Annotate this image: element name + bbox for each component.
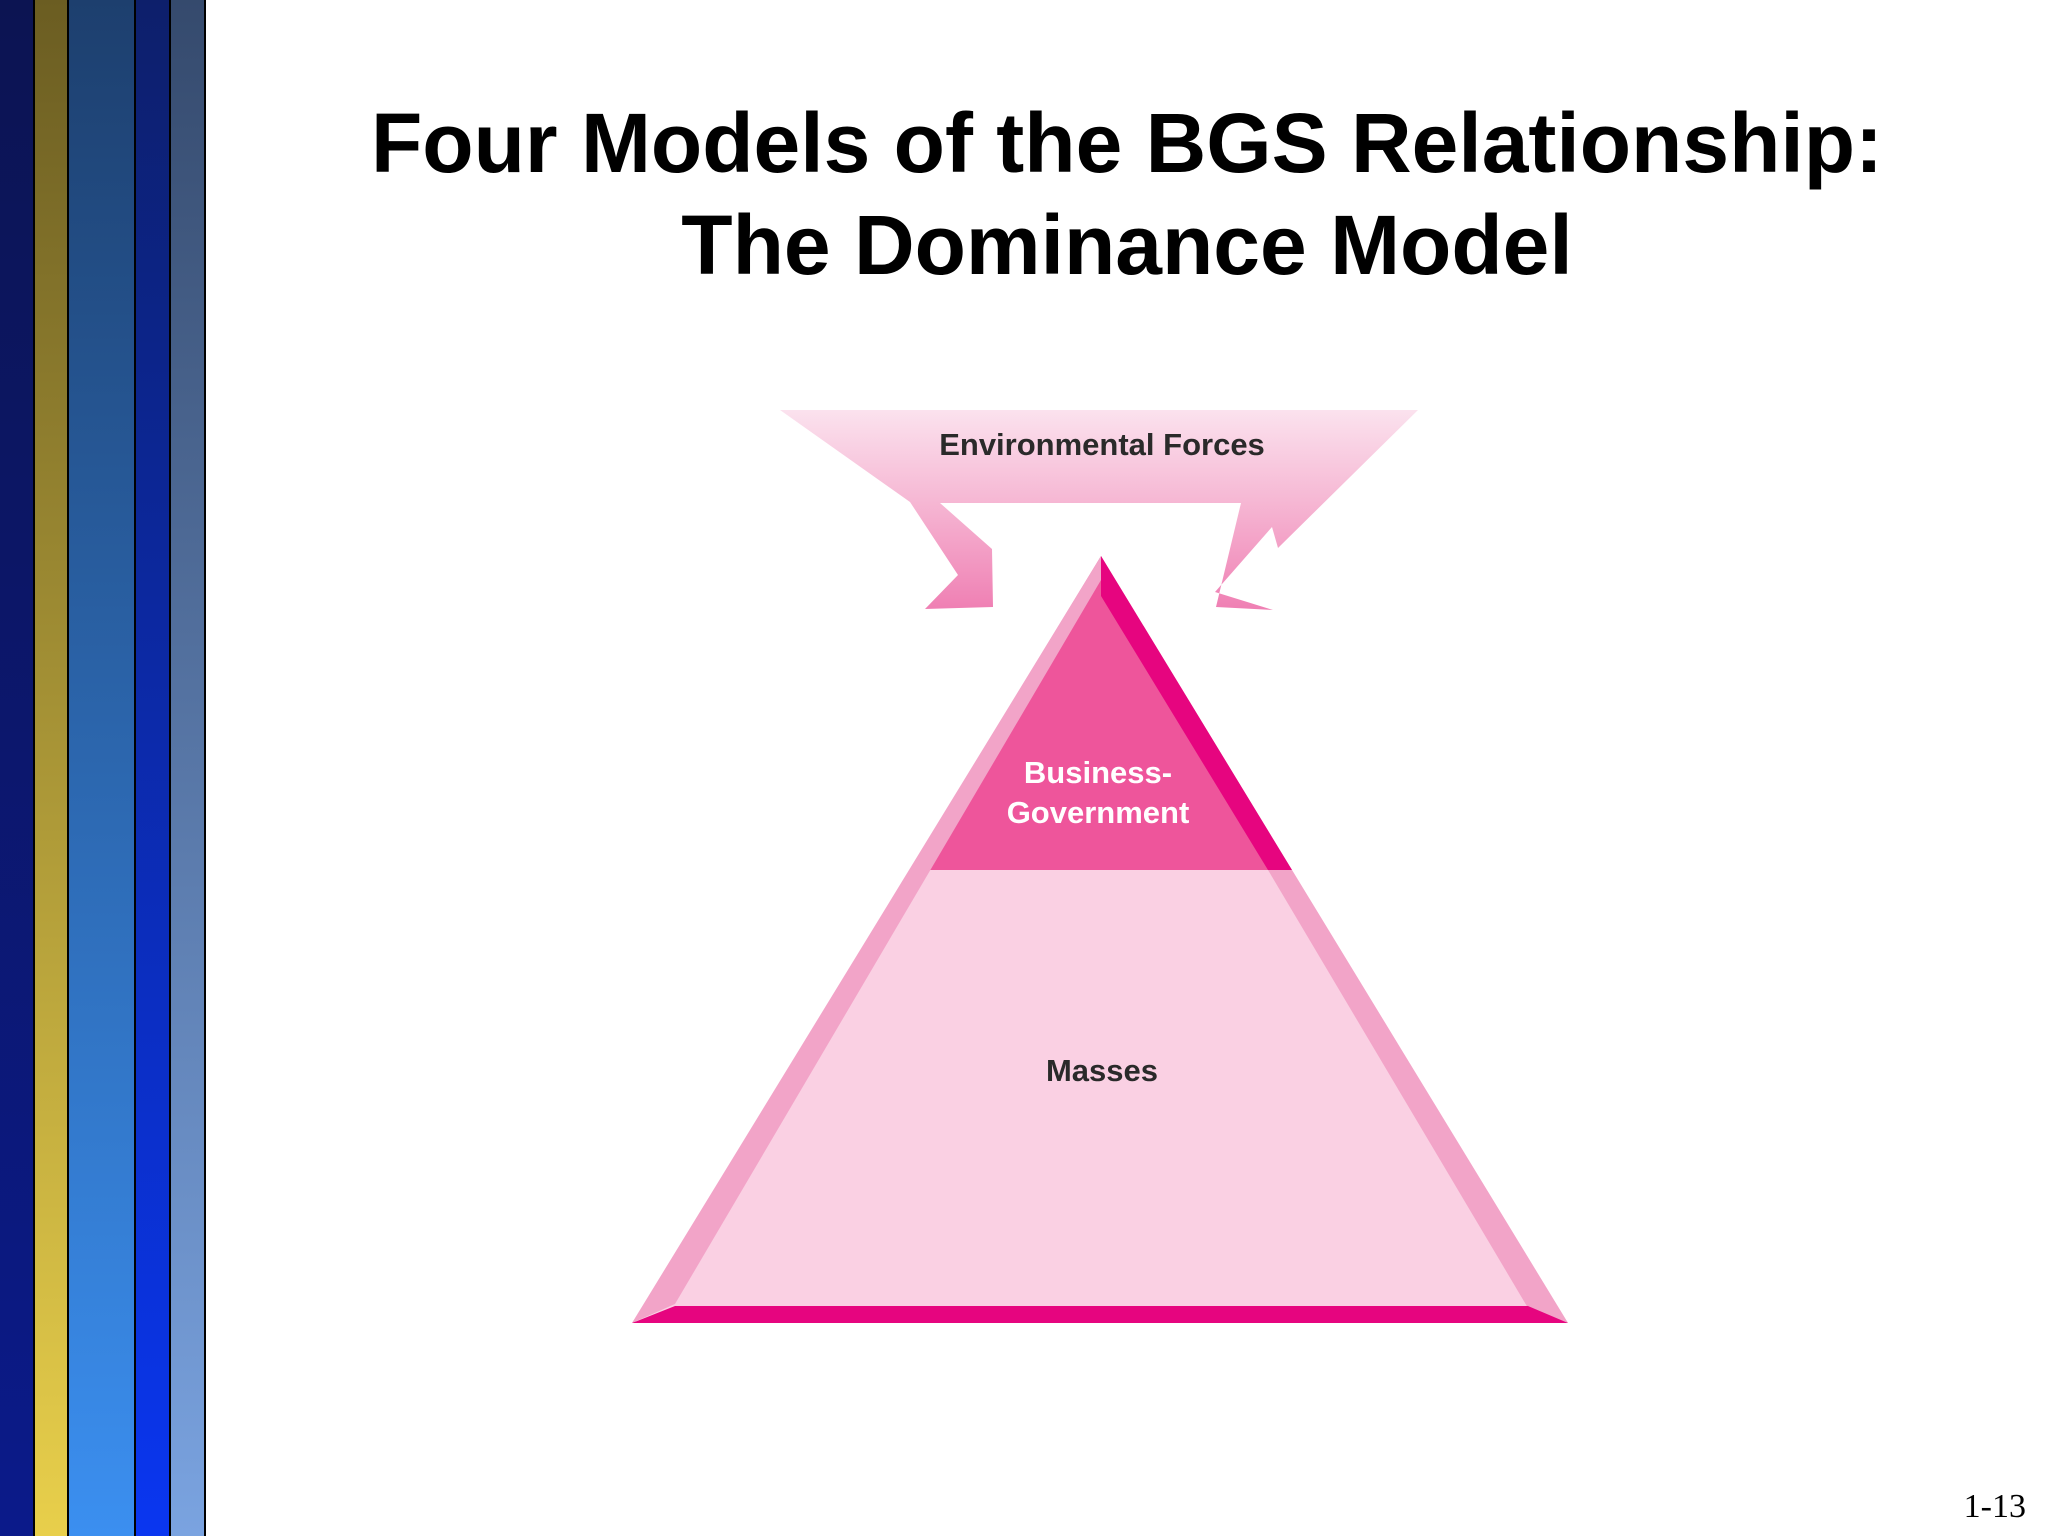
pyramid-base-bevel [632, 1306, 1568, 1323]
stripe-blue [69, 0, 136, 1536]
pyramid-apex-right-bevel [1101, 556, 1292, 870]
stripe-navy [0, 0, 35, 1536]
business-government-label-line-2: Government [1007, 795, 1190, 830]
stripe-slate-blue [171, 0, 206, 1536]
environmental-forces-label: Environmental Forces [939, 427, 1265, 462]
decorative-stripes [0, 0, 206, 1536]
environmental-forces-arrow [780, 410, 1418, 610]
pyramid-left-bevel [632, 556, 1101, 1323]
masses-tier [632, 870, 1568, 1323]
page-number: 1-13 [1963, 1488, 2026, 1525]
business-government-label-line-1: Business- [1024, 755, 1172, 790]
masses-label: Masses [1046, 1053, 1158, 1088]
stripe-royal-blue [136, 0, 171, 1536]
pyramid-base-right-bevel [1268, 870, 1568, 1323]
slide-title: Four Models of the BGS Relationship: The… [206, 92, 2048, 296]
slide-title-line-1: Four Models of the BGS Relationship: [371, 96, 1883, 190]
slide-title-line-2: The Dominance Model [681, 198, 1573, 292]
stripe-gold [35, 0, 69, 1536]
business-government-tier [910, 556, 1292, 870]
